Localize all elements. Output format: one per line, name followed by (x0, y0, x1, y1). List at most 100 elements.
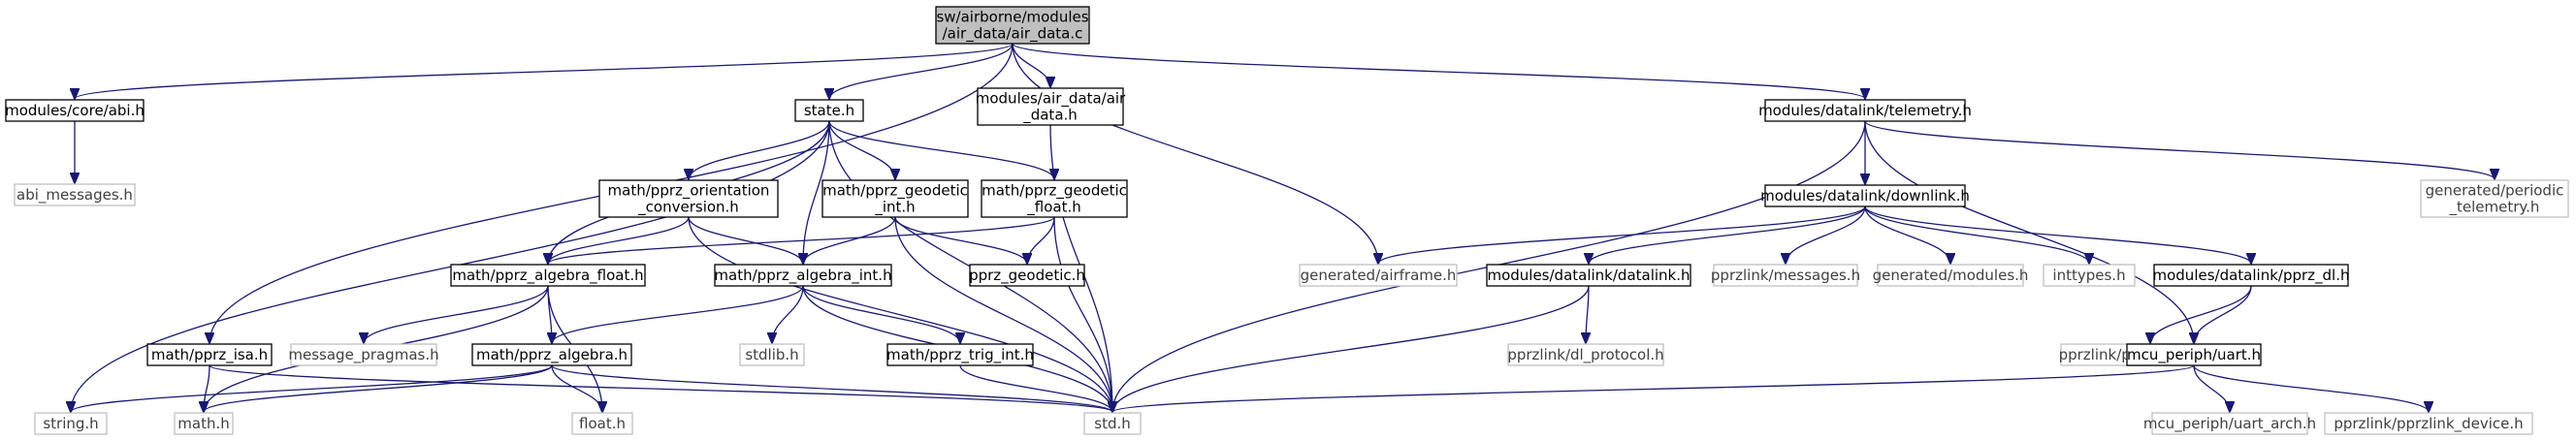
node-modules: generated/modules.h (1873, 264, 2028, 287)
node-pprz-dl[interactable]: modules/datalink/pprz_dl.h (2153, 264, 2350, 287)
node-algebra-int[interactable]: math/pprz_algebra_int.h (714, 264, 892, 287)
node-pprzlink-messages: pprzlink/messages.h (1711, 264, 1860, 287)
node-box (14, 183, 136, 206)
node-trig-int[interactable]: math/pprz_trig_int.h (886, 343, 1034, 366)
edge-algebra_float-to-message_pragmas (364, 285, 549, 343)
edge-uart-to-pprzlink_device (2193, 364, 2429, 412)
node-algebra[interactable]: math/pprz_algebra.h (471, 343, 632, 366)
node-label: mcu_periph/uart_arch.h (2143, 415, 2316, 433)
node-core-abi[interactable]: modules/core/abi.h (5, 99, 145, 122)
edge-uart-to-std (1112, 364, 2195, 412)
edge-orientation_conversion-to-algebra_float (548, 216, 690, 264)
node-label: modules/air_data/air (976, 90, 1126, 109)
node-box (1486, 264, 1691, 287)
node-string: string.h (34, 412, 108, 435)
node-geodetic-float[interactable]: math/pprz_geodetic_float.h (981, 179, 1128, 218)
node-box (981, 179, 1128, 218)
node-box (969, 264, 1085, 287)
edge-uart-to-uart_arch (2193, 364, 2230, 412)
node-label: pprzlink/messages.h (1711, 267, 1860, 284)
edge-trig_int-to-std (959, 364, 1112, 412)
node-box (2151, 412, 2308, 435)
edge-algebra-to-string (71, 364, 553, 412)
node-label: math/pprz_orientation (608, 182, 770, 201)
edge-state-to-geodetic_float (828, 120, 1054, 179)
node-label: math/pprz_algebra_float.h (452, 267, 643, 285)
node-box (290, 343, 437, 366)
node-label: math/pprz_geodetic (822, 182, 968, 201)
node-datalink[interactable]: modules/datalink/datalink.h (1486, 264, 1691, 287)
node-orientation-conversion[interactable]: math/pprz_orientation_conversion.h (598, 179, 779, 218)
node-label: math/pprz_geodetic (982, 182, 1127, 201)
node-airframe: generated/airframe.h (1299, 264, 1458, 287)
node-box (794, 99, 864, 122)
node-label: _telemetry.h (2449, 199, 2540, 217)
node-label: state.h (804, 102, 854, 119)
node-state[interactable]: state.h (794, 99, 864, 122)
node-box (1764, 184, 1966, 207)
node-box (2126, 343, 2262, 366)
edge-downlink-to-modules (1864, 205, 1950, 264)
node-box (174, 412, 234, 435)
edge-algebra_int-to-stdlib (772, 285, 804, 343)
node-label: modules/core/abi.h (5, 102, 145, 119)
node-root: sw/airborne/modules/air_data/air_data.c (935, 6, 1090, 45)
edge-state-to-algebra_int (803, 120, 830, 264)
node-box (1713, 264, 1858, 287)
edge-root-to-telemetry (1012, 43, 1865, 99)
edge-isa-to-math (204, 364, 210, 412)
node-label: modules/datalink/downlink.h (1760, 187, 1970, 205)
edge-root-to-air_data_h (1012, 43, 1050, 87)
node-inttypes: inttypes.h (2043, 264, 2136, 287)
node-std: std.h (1083, 412, 1142, 435)
edge-geodetic_float-to-algebra_float (548, 216, 1055, 264)
edge-geodetic_int-to-pprz_geodetic (894, 216, 1027, 264)
node-label: modules/datalink/pprz_dl.h (2153, 267, 2350, 285)
node-downlink[interactable]: modules/datalink/downlink.h (1760, 184, 1970, 207)
edge-algebra-to-math (204, 364, 553, 412)
edge-geodetic_int-to-algebra_int (803, 216, 896, 264)
edge-geodetic_int-to-std (894, 216, 1112, 412)
edge-downlink-to-pprz_dl (1864, 205, 2251, 264)
edge-root-to-airframe (1012, 43, 1378, 264)
node-label: generated/airframe.h (1301, 267, 1457, 284)
node-box (821, 179, 969, 218)
node-box (739, 343, 805, 366)
node-box (1877, 264, 2024, 287)
node-box (1764, 99, 1966, 122)
node-box (2420, 179, 2569, 218)
edge-algebra-to-std (551, 364, 1112, 412)
node-label: pprzlink/dl_protocol.h (1507, 346, 1663, 364)
node-geodetic-int[interactable]: math/pprz_geodetic_int.h (821, 179, 969, 218)
edge-pprz_dl-to-pprz_transport (2150, 285, 2252, 343)
edge-algebra-to-float (551, 364, 602, 412)
edge-state-to-orientation_conversion (689, 120, 830, 179)
edge-downlink-to-pprzlink_messages (1786, 205, 1866, 264)
edge-orientation_conversion-to-algebra_int (688, 216, 803, 264)
node-isa[interactable]: math/pprz_isa.h (146, 343, 273, 366)
node-layer: sw/airborne/modules/air_data/air_data.cm… (5, 6, 2569, 435)
node-uart[interactable]: mcu_periph/uart.h (2126, 343, 2262, 366)
node-label: std.h (1094, 415, 1131, 432)
node-label: math/pprz_trig_int.h (886, 346, 1034, 364)
node-label: math/pprz_isa.h (151, 346, 268, 364)
node-label: modules/datalink/datalink.h (1487, 267, 1690, 284)
node-box (886, 343, 1034, 366)
node-label: pprzlink/pprzlink_device.h (2334, 415, 2523, 433)
node-box (146, 343, 273, 366)
node-box (571, 412, 633, 435)
node-label: math/pprz_algebra.h (476, 346, 628, 364)
node-box (2043, 264, 2136, 287)
node-dl-protocol: pprzlink/dl_protocol.h (1507, 343, 1664, 366)
edge-downlink-to-datalink (1589, 205, 1866, 264)
node-label: math/pprz_algebra_int.h (714, 267, 891, 285)
node-label: _conversion.h (637, 199, 739, 217)
node-label: _int.h (874, 199, 915, 217)
node-algebra-float[interactable]: math/pprz_algebra_float.h (450, 264, 646, 287)
node-pprz-geodetic[interactable]: pprz_geodetic.h (969, 264, 1085, 287)
edge-geodetic_float-to-std (1053, 216, 1112, 412)
node-air-data-h[interactable]: modules/air_data/air_data.h (976, 87, 1126, 126)
node-telemetry[interactable]: modules/datalink/telemetry.h (1758, 99, 1972, 122)
node-box (34, 412, 108, 435)
edge-downlink-to-airframe (1378, 205, 1866, 264)
